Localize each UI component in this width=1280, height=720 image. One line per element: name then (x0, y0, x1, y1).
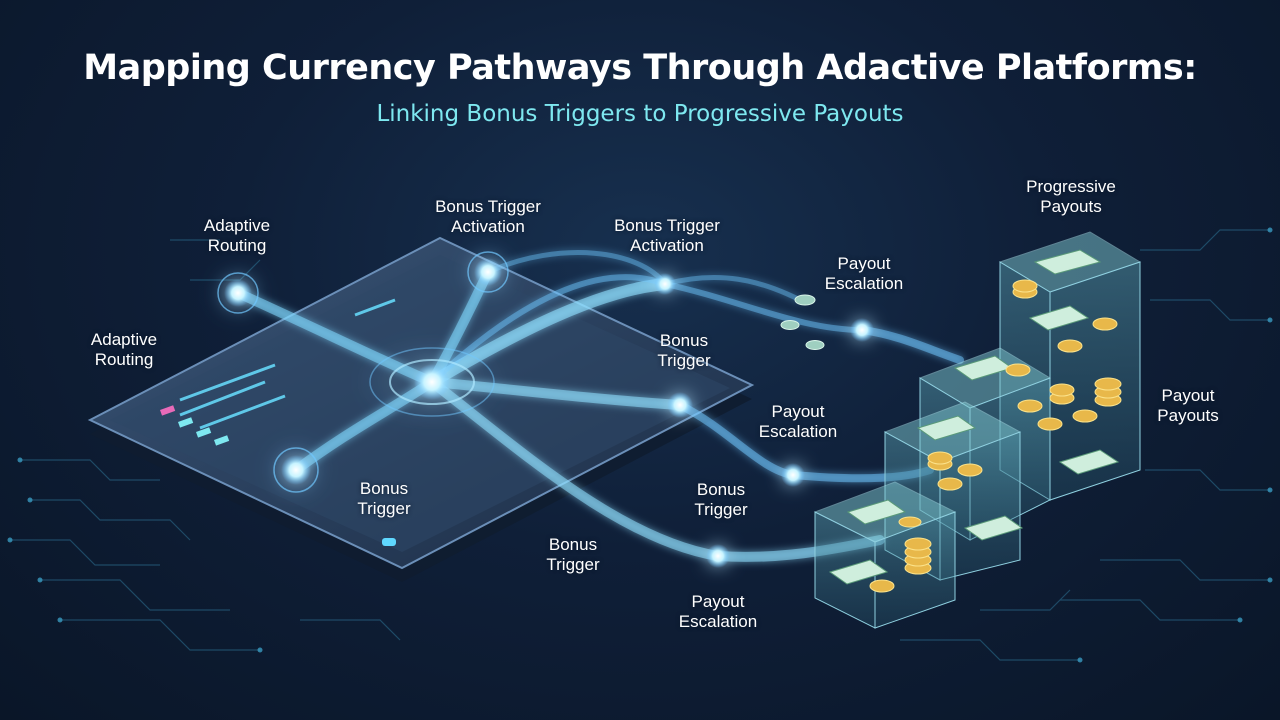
node-bonus-trigger-platform (273, 447, 319, 493)
platform-ui-bars (160, 298, 396, 546)
node-adaptive-routing (217, 272, 259, 314)
node-payout-escalation-mid (781, 463, 805, 487)
cash-bills (828, 249, 1120, 585)
circuit-traces (10, 229, 1270, 661)
nodes (217, 251, 874, 568)
node-bonus-activation-1 (467, 251, 509, 293)
node-payout-escalation-bottom (706, 544, 730, 568)
circuit-dots (7, 227, 1273, 663)
payout-boxes (813, 231, 1142, 629)
floating-coins (780, 294, 825, 350)
page-subtitle: Linking Bonus Triggers to Progressive Pa… (376, 101, 904, 127)
page-title: Mapping Currency Pathways Through Adacti… (83, 48, 1197, 88)
node-bonus-trigger-right (667, 392, 693, 418)
node-bonus-activation-2 (654, 273, 676, 295)
node-payout-escalation-top (850, 318, 874, 342)
node-central-hub (369, 347, 495, 417)
gold-coins (869, 279, 1122, 593)
